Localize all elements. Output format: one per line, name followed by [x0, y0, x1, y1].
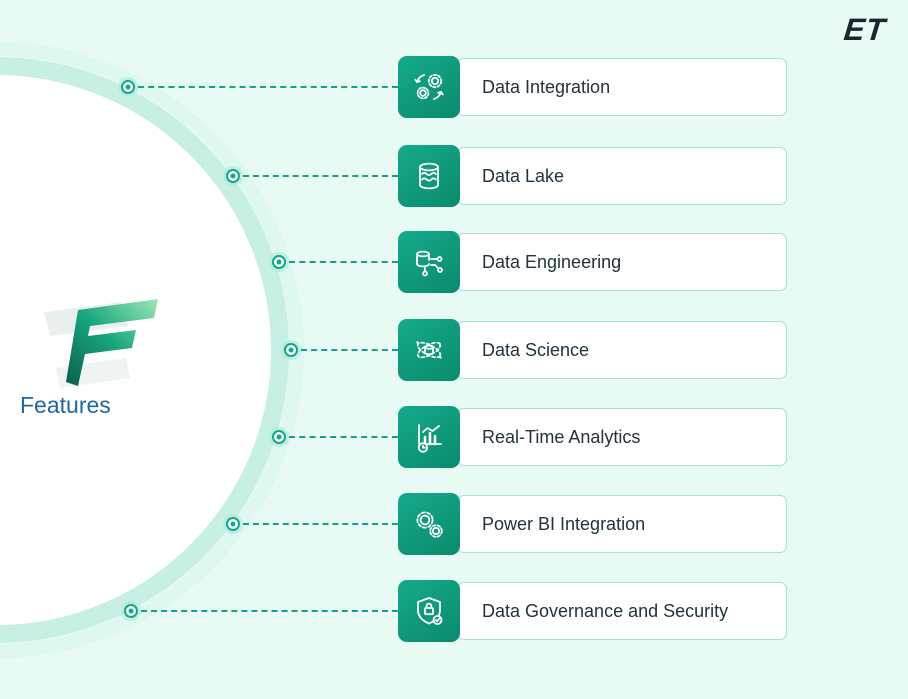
connector-dot — [226, 169, 240, 183]
connector-dot — [121, 80, 135, 94]
real-time-analytics-icon — [417, 424, 442, 453]
feature-card: Data Science — [457, 321, 787, 379]
connector-line — [301, 349, 398, 351]
feature-label: Data Integration — [482, 76, 611, 97]
connector-line — [289, 261, 398, 263]
connector-dot — [272, 255, 286, 269]
connector-line — [138, 86, 398, 88]
brand-logo: ET — [842, 12, 888, 47]
feature-row: Data Science — [398, 319, 787, 381]
feature-row: Power BI Integration — [398, 493, 787, 555]
feature-card: Power BI Integration — [457, 495, 787, 553]
power-bi-integration-icon — [416, 511, 443, 538]
data-integration-icon — [414, 73, 444, 100]
feature-card: Real-Time Analytics — [457, 408, 787, 466]
connector-line — [243, 523, 398, 525]
feature-label: Data Science — [482, 339, 590, 360]
feature-card: Data Governance and Security — [457, 582, 787, 640]
feature-icon-box — [398, 406, 460, 468]
connector-dot — [124, 604, 138, 618]
data-governance-security-icon — [417, 597, 443, 625]
feature-icon-box — [398, 319, 460, 381]
feature-label: Power BI Integration — [482, 513, 646, 534]
feature-card: Data Engineering — [457, 233, 787, 291]
feature-row: Data Governance and Security — [398, 580, 787, 642]
data-lake-icon — [419, 162, 439, 190]
feature-label: Data Engineering — [482, 251, 622, 272]
feature-card: Data Lake — [457, 147, 787, 205]
feature-card: Data Integration — [457, 58, 787, 116]
data-engineering-icon — [416, 250, 443, 277]
connector-line — [141, 610, 398, 612]
feature-row: Real-Time Analytics — [398, 406, 787, 468]
data-science-icon — [416, 341, 442, 359]
feature-icon-box — [398, 493, 460, 555]
feature-icon-box — [398, 145, 460, 207]
connector-dot — [226, 517, 240, 531]
feature-row: Data Engineering — [398, 231, 787, 293]
feature-row: Data Integration — [398, 56, 787, 118]
connector-dot — [284, 343, 298, 357]
feature-label: Data Lake — [482, 165, 565, 186]
feature-label: Real-Time Analytics — [482, 426, 641, 447]
feature-icon-box — [398, 231, 460, 293]
feature-label: Data Governance and Security — [482, 600, 729, 621]
connector-dot — [272, 430, 286, 444]
connector-line — [243, 175, 398, 177]
feature-icon-box — [398, 56, 460, 118]
feature-icon-box — [398, 580, 460, 642]
feature-row: Data Lake — [398, 145, 787, 207]
connector-line — [289, 436, 398, 438]
microsoft-fabric-logo — [44, 299, 158, 388]
hub-label: Features — [20, 392, 111, 418]
